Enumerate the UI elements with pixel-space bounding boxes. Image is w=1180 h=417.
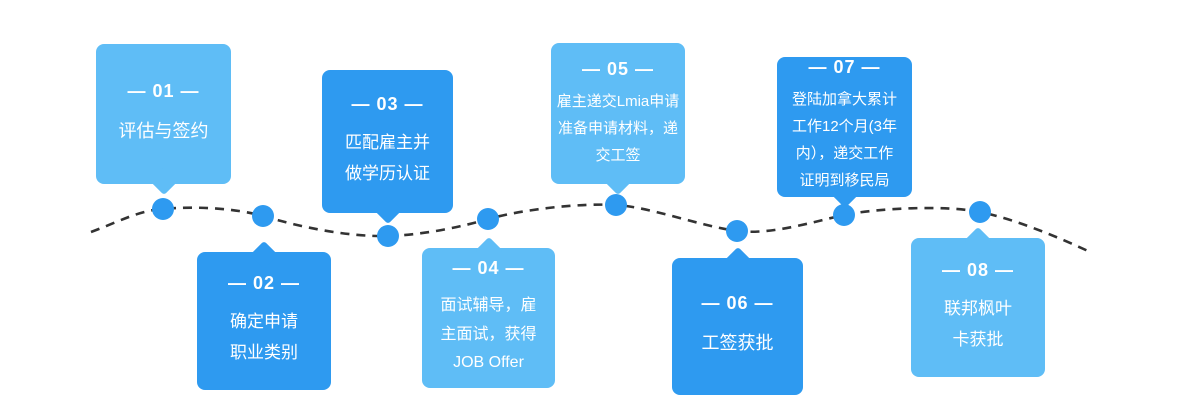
step-text-line: 评估与签约 [118,120,209,141]
step-number: — 05 — [581,58,655,79]
timeline-dot-2 [252,205,274,227]
step-card-02: — 02 — 确定申请 职业类别 [197,240,331,390]
step-title: 登陆加拿大累计 工作12个月(3年 内），递交工作 证明到移民局 [792,86,897,194]
step-text-line: 联邦枫叶 [944,298,1012,318]
timeline-dot-8 [969,201,991,223]
step-text-line: 雇主递交Lmia申请 [556,92,680,110]
step-title: 工签获批 [702,327,774,359]
step-card-03: — 03 — 匹配雇主并 做学历认证 [322,70,453,225]
step-card-05: — 05 — 雇主递交Lmia申请 准备申请材料，递 交工签 [551,43,685,196]
step-number: — 04 — [452,257,525,278]
step-number: — 01 — [127,80,200,101]
step-title: 面试辅导，雇 主面试，获得 JOB Offer [440,292,536,378]
step-number: — 02 — [227,273,301,294]
step-title: 匹配雇主并 做学历认证 [345,128,430,189]
step-text-line: 做学历认证 [345,163,430,183]
step-number: — 03 — [351,93,424,114]
step-number: — 06 — [701,293,774,314]
step-card-06: — 06 — 工签获批 [672,246,803,395]
step-text-line: 主面试，获得 [440,325,537,343]
step-text-line: 工签获批 [701,333,774,354]
step-number: — 08 — [941,259,1015,280]
timeline-dot-5 [605,194,627,216]
step-card-04: — 04 — 面试辅导，雇 主面试，获得 JOB Offer [422,236,555,388]
step-text-line: 面试辅导，雇 [440,296,537,314]
step-text-line: 确定申请 [230,312,298,332]
step-card-07: — 07 — 登陆加拿大累计 工作12个月(3年 内），递交工作 证明到移民局 [777,56,912,209]
step-number: — 07 — [808,56,881,77]
step-text-line: JOB Offer [453,354,524,372]
timeline-dot-7 [833,204,855,226]
step-title: 确定申请 职业类别 [230,307,298,368]
timeline-dot-6 [726,220,748,242]
step-text-line: 卡获批 [952,329,1004,349]
step-text-line: 职业类别 [230,343,298,362]
step-text-line: 证明到移民局 [799,171,890,189]
timeline-dot-3 [377,225,399,247]
step-text-line: 登陆加拿大累计 [791,90,897,108]
step-title: 雇主递交Lmia申请 准备申请材料，递 交工签 [557,88,680,169]
step-card-08: — 08 — 联邦枫叶 卡获批 [911,226,1045,377]
step-text-line: 内），递交工作 [795,144,894,162]
timeline-dot-4 [477,208,499,230]
step-text-line: 交工签 [595,146,641,164]
dashed-curve-line [90,203,1089,253]
step-card-01: — 01 — 评估与签约 [96,44,231,196]
timeline-dot-1 [152,198,174,220]
step-title: 联邦枫叶 卡获批 [944,294,1012,355]
step-text-line: 工作12个月(3年 [791,117,898,135]
step-title: 评估与签约 [119,115,209,147]
step-text-line: 匹配雇主并 [345,132,430,152]
step-text-line: 准备申请材料，递 [558,119,679,137]
